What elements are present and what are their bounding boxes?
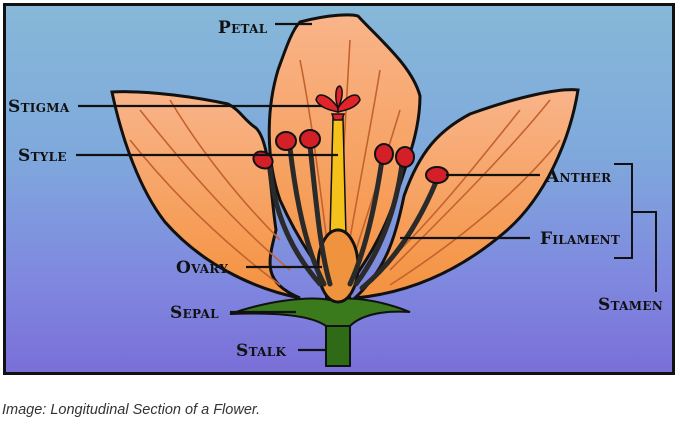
label-style: Style — [18, 146, 67, 166]
label-filament: Filament — [540, 229, 620, 249]
label-petal: Petal — [218, 18, 268, 38]
label-ovary: Ovary — [176, 258, 228, 278]
label-stamen: Stamen — [598, 295, 663, 315]
stigma — [315, 85, 361, 121]
sepal — [229, 297, 411, 327]
label-sepal: Sepal — [170, 303, 219, 323]
filaments — [267, 143, 439, 291]
anthers — [252, 129, 449, 184]
label-stalk: Stalk — [236, 341, 286, 361]
style — [329, 117, 347, 237]
image-caption: Image: Longitudinal Section of a Flower. — [2, 402, 261, 418]
left-petal — [110, 90, 301, 300]
label-anther: Anther — [545, 167, 612, 187]
leader-lines — [76, 22, 540, 352]
label-stigma: Stigma — [8, 97, 70, 117]
stamen-brackets — [614, 163, 657, 292]
